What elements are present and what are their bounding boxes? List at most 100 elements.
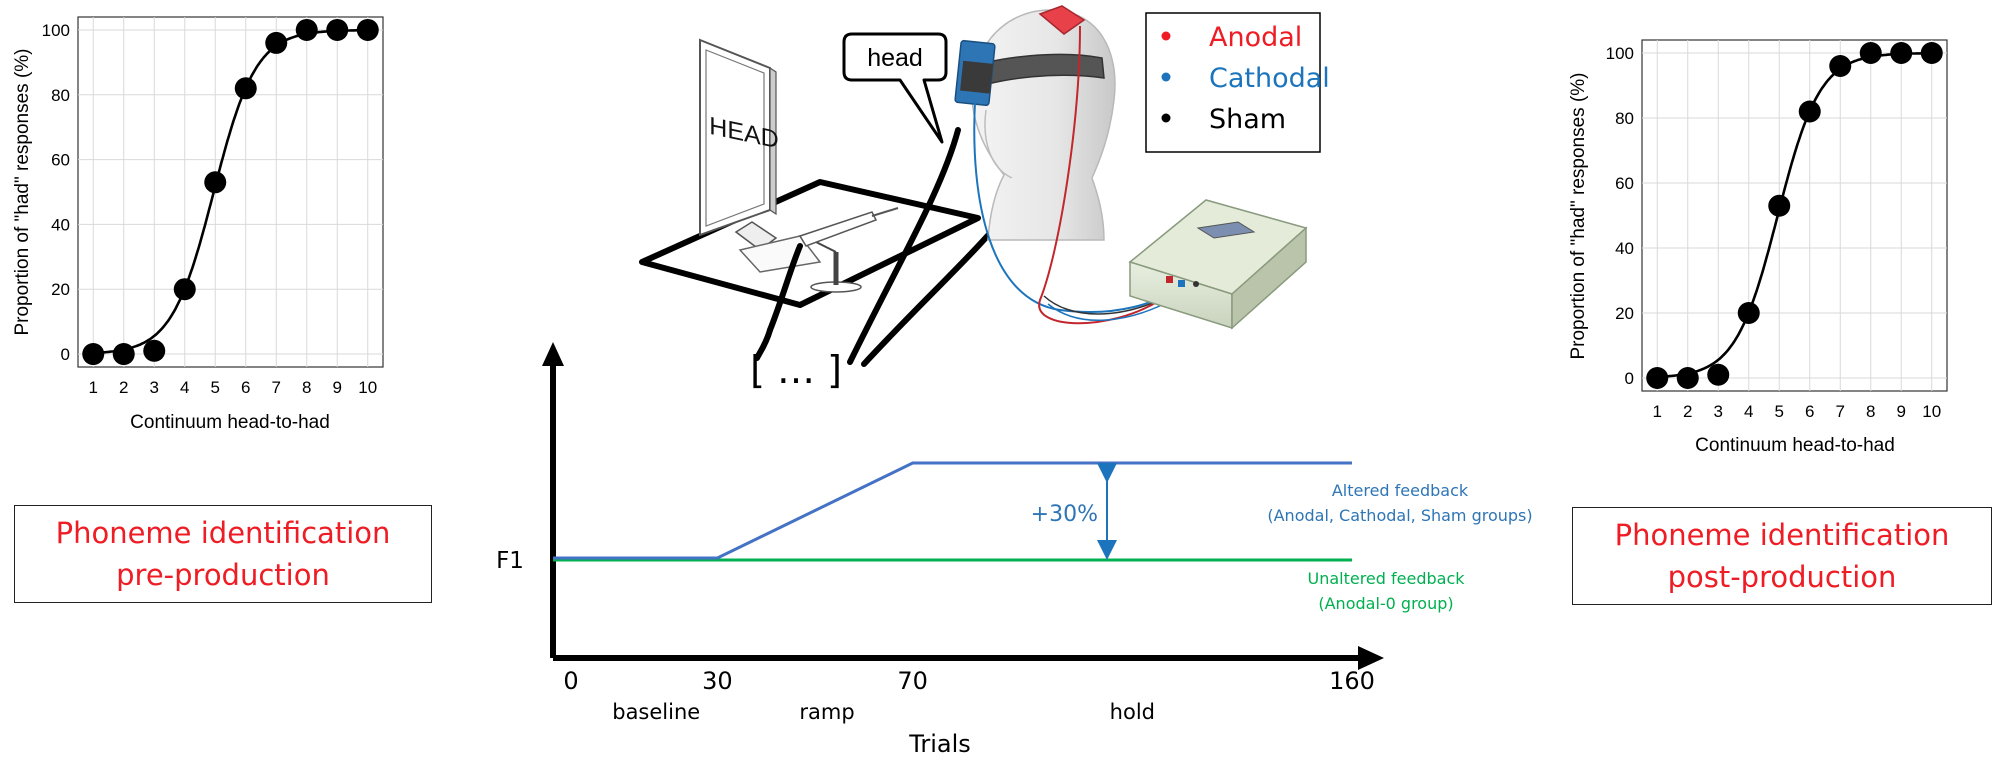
data-point [82,343,105,366]
f1-axis-label: F1 [496,548,524,574]
data-point [1798,100,1821,123]
speech-bubble: head [842,32,948,144]
legend-marker [1161,31,1171,41]
data-point [173,278,196,301]
y-tick-label: 40 [1615,239,1634,258]
shift-label: +30% [1031,502,1098,527]
x-axis-label: Continuum head-to-had [130,412,330,433]
data-point [1768,194,1791,217]
data-point [1829,55,1852,77]
x-tick-label: 5 [211,378,220,397]
y-tick-label: 60 [1615,174,1634,193]
data-point [204,171,227,194]
trial-tick-label: 30 [702,667,733,695]
post-label-line1: Phoneme identification [1614,518,1950,552]
trial-tick-label: 70 [897,667,928,695]
phase-label: ramp [799,700,854,724]
y-tick-label: 20 [1615,304,1634,323]
y-axis-arrowhead [542,342,564,366]
data-point [112,343,135,366]
x-tick-label: 6 [241,378,250,397]
unaltered-feedback-title: Unaltered feedback [1307,569,1465,588]
trials-axis-label: Trials [908,730,971,758]
x-tick-label: 7 [1836,402,1845,421]
post-production-label-box: Phoneme identification post-production [1572,507,1992,605]
data-point [295,18,318,41]
phase-label: baseline [612,700,700,724]
x-tick-label: 5 [1775,402,1784,421]
plot-frame [77,16,384,368]
plot-frame [1641,39,1948,392]
y-axis-label: Proportion of "had" responses (%) [1568,72,1589,359]
y-tick-label: 0 [1625,369,1634,388]
data-point [1859,42,1882,64]
x-tick-label: 10 [1922,402,1941,421]
microphone [754,207,899,361]
monitor: HEAD [699,38,822,273]
legend-label: Sham [1209,104,1286,135]
legend-label: Anodal [1209,22,1302,53]
y-tick-label: 0 [61,345,70,364]
anodal-electrode [1038,5,1086,35]
x-tick-label: 4 [180,378,189,397]
y-axis-label: Proportion of "had" responses (%) [12,48,33,335]
data-point [1676,367,1699,389]
data-point [356,18,379,41]
altered-feedback-title: Altered feedback [1332,481,1469,500]
legend-label: Cathodal [1209,63,1330,94]
sigmoid-curve [1657,51,1932,379]
x-tick-label: 2 [119,378,128,397]
y-tick-label: 40 [51,215,70,234]
data-point [1707,363,1730,386]
ellipsis-label: [ … ] [750,348,842,392]
y-tick-label: 20 [51,280,70,299]
x-tick-label: 2 [1683,402,1692,421]
x-tick-label: 1 [89,378,98,397]
trial-tick-label: 160 [1329,667,1375,695]
legend-frame [1145,12,1321,153]
data-point [1737,302,1760,324]
data-point [1920,42,1943,64]
plot-grid [78,17,383,367]
data-points [82,18,379,366]
x-axis-label: Continuum head-to-had [1695,435,1895,456]
x-tick-label: 8 [1866,402,1875,421]
pre-label-line2: pre-production [116,558,330,592]
y-tick-label: 80 [1615,109,1634,128]
x-tick-label: 9 [1897,402,1906,421]
unaltered-feedback-groups: (Anodal-0 group) [1318,594,1453,613]
x-tick-label: 9 [333,378,342,397]
y-tick-label: 100 [1606,44,1634,63]
data-point [326,18,349,41]
altered-feedback-groups: (Anodal, Cathodal, Sham groups) [1267,506,1532,525]
pre-production-label-box: Phoneme identification pre-production [14,505,432,603]
cable [847,127,961,365]
x-tick-label: 6 [1805,402,1814,421]
x-tick-label: 8 [302,378,311,397]
pre-label-line1: Phoneme identification [55,516,391,550]
headband [959,53,1105,94]
data-point [143,339,166,362]
y-tick-label: 80 [51,86,70,105]
x-tick-label: 1 [1653,402,1662,421]
data-points [1646,42,1943,389]
legend-marker [1161,113,1171,123]
x-tick-label: 7 [272,378,281,397]
data-point [1646,367,1669,389]
post-label-line2: post-production [1667,560,1897,594]
x-tick-label: 3 [1714,402,1723,421]
data-point [265,31,288,54]
electrode-strap [960,60,994,94]
data-point [234,77,257,100]
x-tick-label: 3 [150,378,159,397]
